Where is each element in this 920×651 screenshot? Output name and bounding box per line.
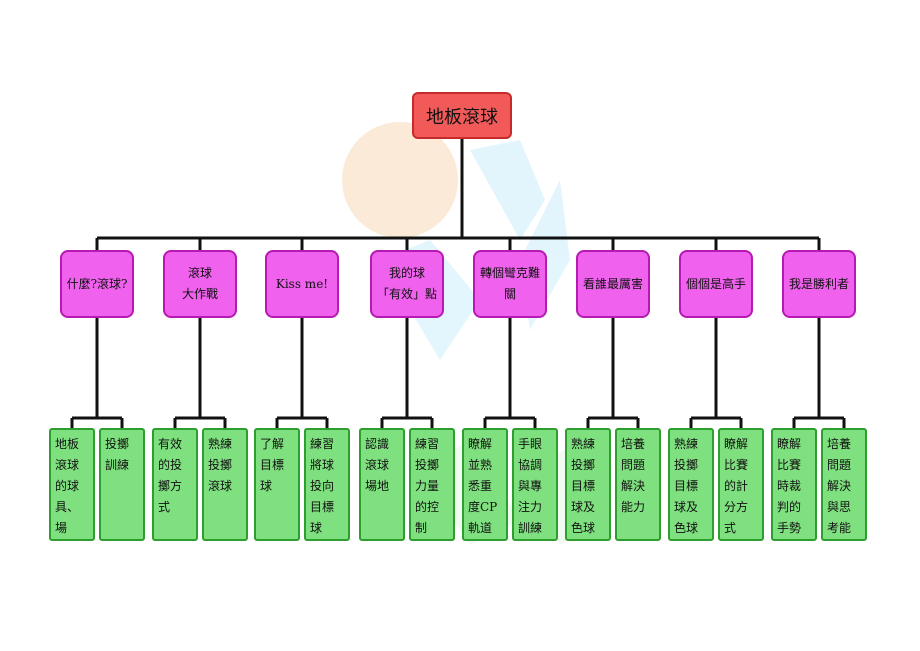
task-node: 瞭解並熟悉重度CP軌道器 (462, 428, 508, 541)
task-node: 投擲訓練 (99, 428, 145, 541)
category-node: 我是勝利者 (782, 250, 856, 318)
task-node: 認識滾球場地 (359, 428, 405, 541)
task-node: 手眼協調與專注力訓練 (512, 428, 558, 541)
category-node: 看誰最厲害 (576, 250, 650, 318)
task-node: 培養問題解決與思考能力 (821, 428, 867, 541)
task-node: 練習投擲力量的控制 (409, 428, 455, 541)
task-node: 練習將球投向目標球 (304, 428, 350, 541)
connectors (70, 139, 846, 428)
task-node: 地板滾球的球具、場地、輔具 (49, 428, 95, 541)
root-node: 地板滾球 (412, 92, 512, 139)
task-node: 瞭解比賽時裁判的手勢 (771, 428, 817, 541)
task-node: 熟練投擲目標球及色球 (668, 428, 714, 541)
task-node: 培養問題解決能力 (615, 428, 661, 541)
category-node: 個個是高手 (679, 250, 753, 318)
task-node: 瞭解比賽的計分方式 (718, 428, 764, 541)
category-node: Kiss me! (265, 250, 339, 318)
category-node: 我的球 「有效」點 (370, 250, 444, 318)
task-node: 了解目標球 (254, 428, 300, 541)
category-node: 什麼?滾球? (60, 250, 134, 318)
task-node: 熟練投擲滾球 (202, 428, 248, 541)
category-node: 轉個彎克難關 (473, 250, 547, 318)
task-node: 有效的投擲方式 (152, 428, 198, 541)
task-node: 熟練投擲目標球及色球 (565, 428, 611, 541)
category-node: 滾球 大作戰 (163, 250, 237, 318)
